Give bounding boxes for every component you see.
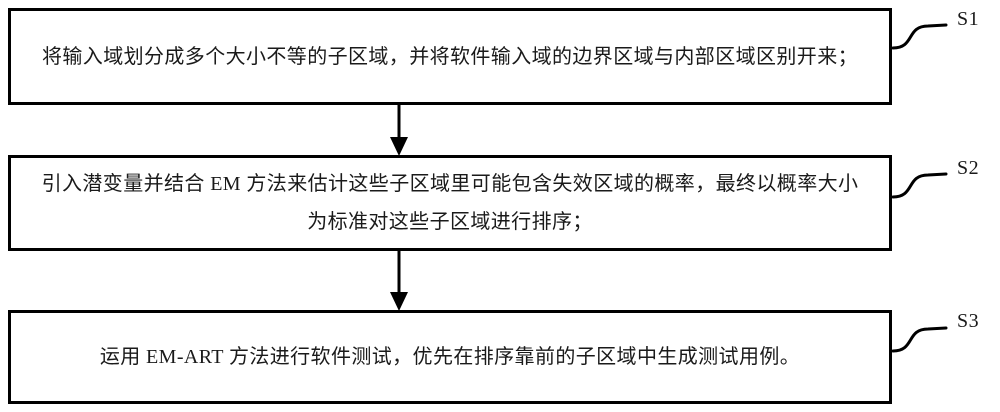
arrow-s2-to-s3 bbox=[390, 251, 408, 311]
flow-step-s3-text: 运用 EM-ART 方法进行软件测试，优先在排序靠前的子区域中生成测试用例。 bbox=[99, 346, 801, 368]
arrow-s1-to-s2 bbox=[390, 105, 408, 156]
leader-line-s2 bbox=[891, 172, 948, 199]
flow-step-s3: 运用 EM-ART 方法进行软件测试，优先在排序靠前的子区域中生成测试用例。 bbox=[8, 310, 892, 404]
step-label-s2: S2 bbox=[957, 157, 980, 179]
leader-line-s1 bbox=[891, 23, 948, 50]
flow-step-s1-text: 将输入域划分成多个大小不等的子区域，并将软件输入域的边界区域与内部区域区别开来； bbox=[42, 45, 858, 68]
flow-step-s2: 引入潜变量并结合 EM 方法来估计这些子区域里可能包含失效区域的概率，最终以概率… bbox=[8, 155, 892, 251]
leader-line-s3 bbox=[891, 326, 948, 353]
step-label-s3: S3 bbox=[957, 310, 980, 332]
flow-step-s2-text: 引入潜变量并结合 EM 方法来估计这些子区域里可能包含失效区域的概率，最终以概率… bbox=[41, 173, 859, 233]
step-label-s1: S1 bbox=[957, 8, 980, 30]
flow-step-s1: 将输入域划分成多个大小不等的子区域，并将软件输入域的边界区域与内部区域区别开来； bbox=[8, 8, 892, 105]
